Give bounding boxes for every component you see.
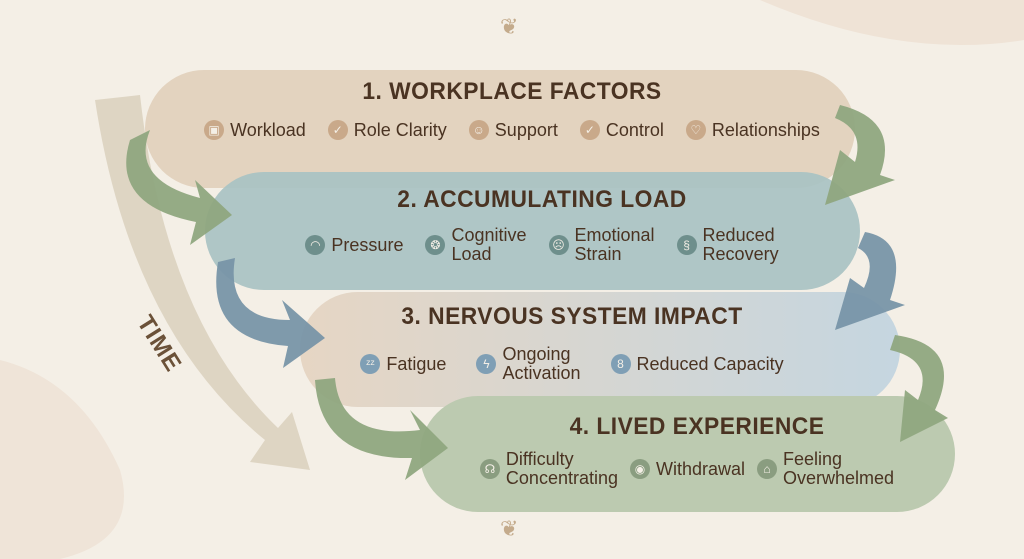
head-icon: ☊ [479, 459, 500, 479]
stage-4-title: 4. LIVED EXPERIENCE [569, 413, 825, 440]
hand-support-icon: ☺ [468, 120, 489, 140]
stage-2-panel [205, 172, 860, 290]
sad-face-icon: ☹ [548, 235, 569, 255]
hooded-person-icon: ⌂ [757, 459, 778, 479]
check-circle-icon: ✓ [579, 120, 600, 140]
leaf-icon-bottom: ❦ [500, 516, 519, 541]
wave-icon: § [676, 235, 697, 255]
arrow-3-to-4-left [315, 378, 448, 480]
lightning-icon: ϟ [476, 354, 497, 374]
factor-role-clarity: ✓Role Clarity [327, 120, 447, 140]
arrow-2-to-3-left [216, 258, 325, 368]
leaf-icon-top: ❦ [500, 14, 519, 39]
brain-head-icon: ❂ [425, 235, 446, 255]
factor-support: ☺Support [468, 120, 558, 140]
briefcase-icon: ▣ [204, 120, 225, 140]
stage-3-panel [300, 292, 900, 407]
arrow-1-to-2-left [126, 130, 232, 245]
experience-overwhelmed: ⌂Feeling Overwhelmed [757, 450, 894, 488]
stage-1-title: 1. WORKPLACE FACTORS [362, 78, 662, 105]
stage-3-title: 3. NERVOUS SYSTEM IMPACT [401, 303, 743, 330]
load-recovery: §Reduced Recovery [676, 226, 779, 264]
gauge-icon: ◠ [305, 235, 326, 255]
load-pressure: ◠Pressure [305, 235, 403, 255]
stage-1-panel [145, 70, 855, 188]
arrow-2-to-3-right [835, 232, 905, 330]
load-emotional: ☹Emotional Strain [548, 226, 655, 264]
eye-icon: ◉ [630, 459, 650, 479]
arrow-3-to-4-right [890, 335, 948, 442]
heart-icon: ♡ [685, 120, 706, 140]
arrow-1-to-2-right [825, 105, 895, 205]
load-cognitive: ❂Cognitive Load [425, 226, 527, 264]
experience-withdrawal: ◉Withdrawal [630, 459, 745, 479]
factor-workload: ▣Workload [204, 120, 306, 140]
zzz-icon: ᶻᶻ [360, 354, 381, 374]
experience-concentrating: ☊Difficulty Concentrating [479, 450, 618, 488]
stage-2-title: 2. ACCUMULATING LOAD [397, 186, 687, 213]
stage-4-panel [420, 396, 955, 512]
check-circle-icon: ✓ [327, 120, 348, 140]
factor-control: ✓Control [579, 120, 664, 140]
person-icon: 8 [610, 354, 631, 374]
factor-relationships: ♡Relationships [685, 120, 820, 140]
